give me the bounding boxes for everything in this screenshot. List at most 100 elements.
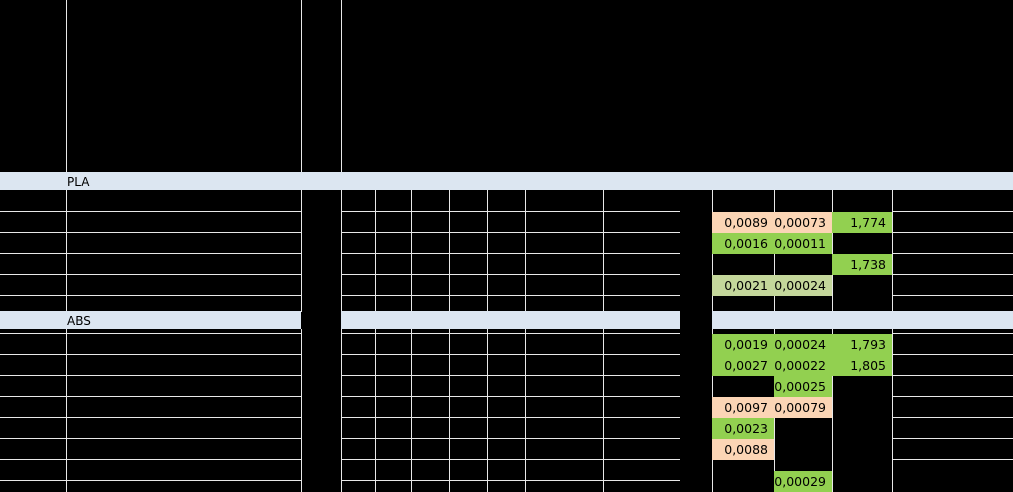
row-rule-abs-last-mid-0 — [341, 480, 680, 481]
row-rule-abs-mid-4 — [341, 417, 680, 418]
cell-abs-4-value-col-1: 0,0023 — [712, 418, 774, 439]
row-rule-abs-right-5 — [892, 438, 1013, 439]
row-rule-abs-left-6 — [0, 459, 301, 460]
row-rule-pla-mid-4 — [341, 295, 680, 296]
column-divider-pla-3 — [411, 190, 412, 312]
column-divider-pla-4 — [449, 190, 450, 312]
header-divider-2 — [341, 0, 342, 172]
row-rule-pla-left-4 — [0, 295, 301, 296]
row-rule-pla-right-3 — [892, 274, 1013, 275]
cell-abs-7-value-col-2: 0,00029 — [774, 471, 832, 492]
column-divider-pla-10 — [832, 190, 833, 312]
row-rule-pla-right-4 — [892, 295, 1013, 296]
cell-abs-1-value-col-1: 0,0027 — [712, 355, 774, 376]
row-rule-pla-mid-2 — [341, 253, 680, 254]
cell-pla-0-value-col-3: 1,774 — [832, 212, 892, 233]
row-rule-abs-left-1 — [0, 354, 301, 355]
cell-abs-1-value-col-3: 1,805 — [832, 355, 892, 376]
row-rule-abs-right-6 — [892, 459, 1013, 460]
row-rule-pla-left-0 — [0, 211, 301, 212]
row-rule-abs-mid-6 — [341, 459, 680, 460]
cell-abs-7-value-col-3 — [832, 471, 892, 492]
row-rule-abs-mid-5 — [341, 438, 680, 439]
row-rule-abs-right-1 — [892, 354, 1013, 355]
cell-abs-4-value-col-2 — [774, 418, 832, 439]
column-divider-pla-7 — [603, 190, 604, 312]
group-band-abs-0 — [0, 311, 301, 329]
cell-pla-3-value-col-3 — [832, 275, 892, 296]
row-rule-abs-left-4 — [0, 417, 301, 418]
column-divider-pla-5 — [487, 190, 488, 312]
group-label-pla: PLA — [67, 175, 90, 189]
cell-pla-3-value-col-1: 0,0021 — [712, 275, 774, 296]
column-divider-abs-10 — [832, 329, 833, 492]
column-divider-abs-6 — [525, 329, 526, 492]
column-divider-abs-2 — [375, 329, 376, 492]
row-rule-pla-mid-3 — [341, 274, 680, 275]
column-divider-abs-7 — [603, 329, 604, 492]
cell-pla-0-value-col-2: 0,00073 — [774, 212, 832, 233]
cell-abs-0-value-col-3: 1,793 — [832, 334, 892, 355]
cell-abs-2-value-col-1 — [712, 376, 774, 397]
group-band-abs-2 — [712, 311, 1013, 329]
header-divider-0 — [66, 0, 67, 172]
row-rule-pla-mid-0 — [341, 211, 680, 212]
row-rule-abs-left-3 — [0, 396, 301, 397]
row-rule-abs-mid-3 — [341, 396, 680, 397]
column-divider-abs-1 — [341, 329, 342, 492]
cell-abs-7-value-col-1 — [712, 471, 774, 492]
cell-abs-5-value-col-1: 0,0088 — [712, 439, 774, 460]
row-rule-abs-left-5 — [0, 438, 301, 439]
row-rule-abs-right-3 — [892, 396, 1013, 397]
group-band-abs-1 — [341, 311, 680, 329]
row-rule-abs-right-4 — [892, 417, 1013, 418]
column-divider-abs-a — [66, 329, 67, 492]
row-rule-pla-left-1 — [0, 232, 301, 233]
column-divider-pla-11 — [892, 190, 893, 312]
column-divider-pla-2 — [375, 190, 376, 312]
row-rule-abs-left-0 — [0, 333, 301, 334]
cell-pla-2-value-col-1 — [712, 254, 774, 275]
cell-abs-5-value-col-3 — [832, 439, 892, 460]
cell-pla-2-value-col-2 — [774, 254, 832, 275]
row-rule-pla-right-1 — [892, 232, 1013, 233]
row-rule-abs-last-0 — [0, 480, 301, 481]
cell-abs-4-value-col-3 — [832, 418, 892, 439]
column-divider-pla-6 — [525, 190, 526, 312]
cell-abs-2-value-col-3 — [832, 376, 892, 397]
column-divider-abs-0 — [301, 329, 302, 492]
cell-abs-3-value-col-2: 0,00079 — [774, 397, 832, 418]
group-label-abs: ABS — [67, 314, 91, 328]
cell-abs-5-value-col-2 — [774, 439, 832, 460]
row-rule-pla-mid-1 — [341, 232, 680, 233]
row-rule-abs-mid-1 — [341, 354, 680, 355]
column-divider-abs-5 — [487, 329, 488, 492]
cell-abs-3-value-col-1: 0,0097 — [712, 397, 774, 418]
column-divider-abs-3 — [411, 329, 412, 492]
row-rule-abs-mid-2 — [341, 375, 680, 376]
cell-pla-2-value-col-3: 1,738 — [832, 254, 892, 275]
cell-abs-0-value-col-1: 0,0019 — [712, 334, 774, 355]
group-band-pla-0 — [0, 172, 1013, 190]
column-divider-abs-11 — [892, 329, 893, 492]
column-divider-pla-a — [66, 190, 67, 312]
cell-pla-1-value-col-3 — [832, 233, 892, 254]
cell-pla-0-value-col-1: 0,0089 — [712, 212, 774, 233]
column-divider-pla-0 — [301, 190, 302, 312]
row-rule-pla-left-3 — [0, 274, 301, 275]
row-rule-abs-right-2 — [892, 375, 1013, 376]
cell-pla-1-value-col-2: 0,00011 — [774, 233, 832, 254]
row-rule-abs-right-0 — [892, 333, 1013, 334]
cell-pla-1-value-col-1: 0,0016 — [712, 233, 774, 254]
row-rule-pla-right-2 — [892, 253, 1013, 254]
cell-abs-2-value-col-2: 0,00025 — [774, 376, 832, 397]
header-divider-1 — [301, 0, 302, 172]
cell-abs-0-value-col-2: 0,00024 — [774, 334, 832, 355]
row-rule-pla-left-2 — [0, 253, 301, 254]
cell-abs-1-value-col-2: 0,00022 — [774, 355, 832, 376]
row-rule-abs-mid-0 — [341, 333, 680, 334]
row-rule-pla-right-0 — [892, 211, 1013, 212]
cell-abs-3-value-col-3 — [832, 397, 892, 418]
cell-pla-3-value-col-2: 0,00024 — [774, 275, 832, 296]
